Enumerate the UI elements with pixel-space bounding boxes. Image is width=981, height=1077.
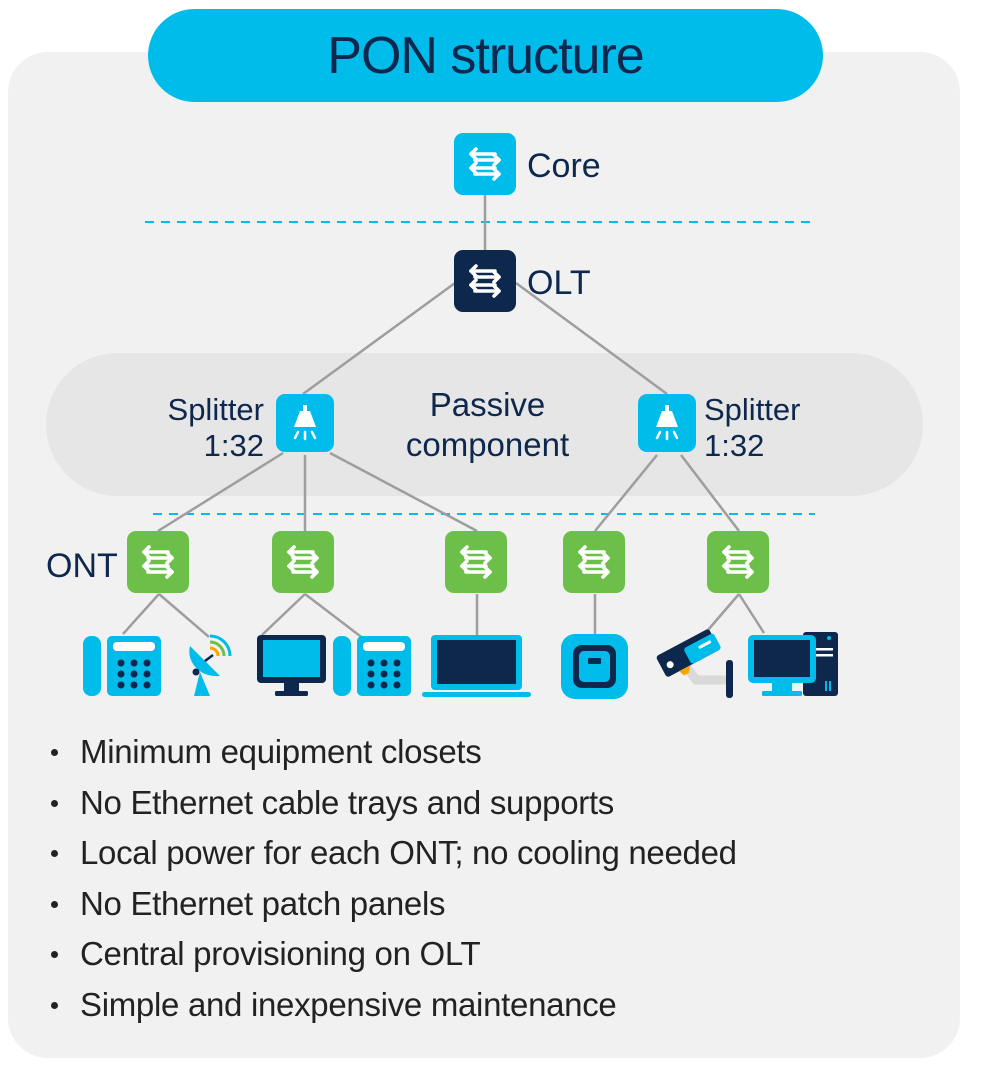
desk-phone-icon[interactable] xyxy=(83,636,163,698)
switch-arrows-icon xyxy=(142,545,174,579)
splitter-left-node[interactable] xyxy=(276,394,334,452)
bullet-icon xyxy=(51,749,58,756)
desktop-computer-icon[interactable] xyxy=(748,632,840,698)
switch-arrows-icon xyxy=(460,545,492,579)
link-olt-splitter-right xyxy=(515,281,668,396)
olt-label: OLT xyxy=(527,264,591,302)
satellite-dish-icon[interactable] xyxy=(186,634,234,698)
link-splitter-right-ont-4 xyxy=(594,454,658,532)
list-item: Central provisioning on OLT xyxy=(46,930,737,981)
link-splitter-left-ont-1 xyxy=(157,451,284,533)
olt-node[interactable] xyxy=(454,250,516,312)
access-point-icon[interactable] xyxy=(561,634,629,700)
switch-arrows-icon xyxy=(287,545,319,579)
switch-arrows-icon xyxy=(722,545,754,579)
list-item: No Ethernet cable trays and supports xyxy=(46,779,737,830)
splitter-right-ratio: 1:32 xyxy=(704,428,765,463)
ont-node-1[interactable] xyxy=(127,531,189,593)
passive-label-line1: Passive xyxy=(429,386,546,423)
splitter-lamp-icon xyxy=(293,405,317,441)
list-item-text: Local power for each ONT; no cooling nee… xyxy=(80,834,737,871)
link-ont-1-dish xyxy=(158,593,210,638)
list-item: Simple and inexpensive maintenance xyxy=(46,981,737,1032)
splitter-left-ratio: 1:32 xyxy=(203,428,264,463)
passive-component-label: Passive component xyxy=(380,385,595,465)
benefits-list: Minimum equipment closets No Ethernet ca… xyxy=(46,728,737,1031)
list-item-text: Minimum equipment closets xyxy=(80,733,482,770)
security-camera-icon[interactable] xyxy=(656,628,740,698)
splitter-right-label: Splitter xyxy=(704,392,801,427)
ont-node-4[interactable] xyxy=(563,531,625,593)
list-item-text: Simple and inexpensive maintenance xyxy=(80,985,617,1023)
desk-phone-icon[interactable] xyxy=(333,636,413,698)
splitter-lamp-icon xyxy=(655,405,679,441)
diagram-title: PON structure xyxy=(327,26,644,85)
splitter-right-node[interactable] xyxy=(638,394,696,452)
ont-node-3[interactable] xyxy=(445,531,507,593)
laptop-icon[interactable] xyxy=(422,635,532,699)
monitor-icon[interactable] xyxy=(257,635,327,698)
core-node[interactable] xyxy=(454,133,516,195)
link-splitter-right-ont-5 xyxy=(680,454,740,532)
ont-node-2[interactable] xyxy=(272,531,334,593)
ont-label: ONT xyxy=(46,547,118,585)
core-label: Core xyxy=(527,147,601,185)
bullet-icon xyxy=(51,799,58,807)
link-splitter-left-ont-3 xyxy=(329,451,478,533)
bullet-icon xyxy=(51,900,58,908)
list-item-text: No Ethernet cable trays and supports xyxy=(80,783,615,821)
link-ont-1-phone xyxy=(122,593,160,635)
list-item-text: No Ethernet patch panels xyxy=(80,884,446,922)
switch-arrows-icon xyxy=(469,264,501,298)
list-item: Local power for each ONT; no cooling nee… xyxy=(46,829,737,880)
link-ont-2-monitor xyxy=(261,593,306,636)
link-ont-5-pc xyxy=(737,593,766,634)
list-item: Minimum equipment closets xyxy=(46,728,737,779)
bullet-icon xyxy=(51,1001,58,1009)
title-banner: PON structure xyxy=(148,9,823,102)
link-ont-5-camera xyxy=(707,593,740,631)
switch-arrows-icon xyxy=(469,147,501,181)
passive-component-band xyxy=(46,353,923,496)
passive-label-line2: component xyxy=(405,426,570,463)
bullet-icon xyxy=(51,850,58,857)
link-ont-2-phone xyxy=(304,593,365,640)
ont-node-5[interactable] xyxy=(707,531,769,593)
list-item: No Ethernet patch panels xyxy=(46,880,737,931)
list-item-text: Central provisioning on OLT xyxy=(80,935,481,972)
link-olt-splitter-left xyxy=(302,281,456,396)
splitter-left-label: Splitter xyxy=(167,392,264,427)
switch-arrows-icon xyxy=(578,545,610,579)
bullet-icon xyxy=(51,951,58,958)
